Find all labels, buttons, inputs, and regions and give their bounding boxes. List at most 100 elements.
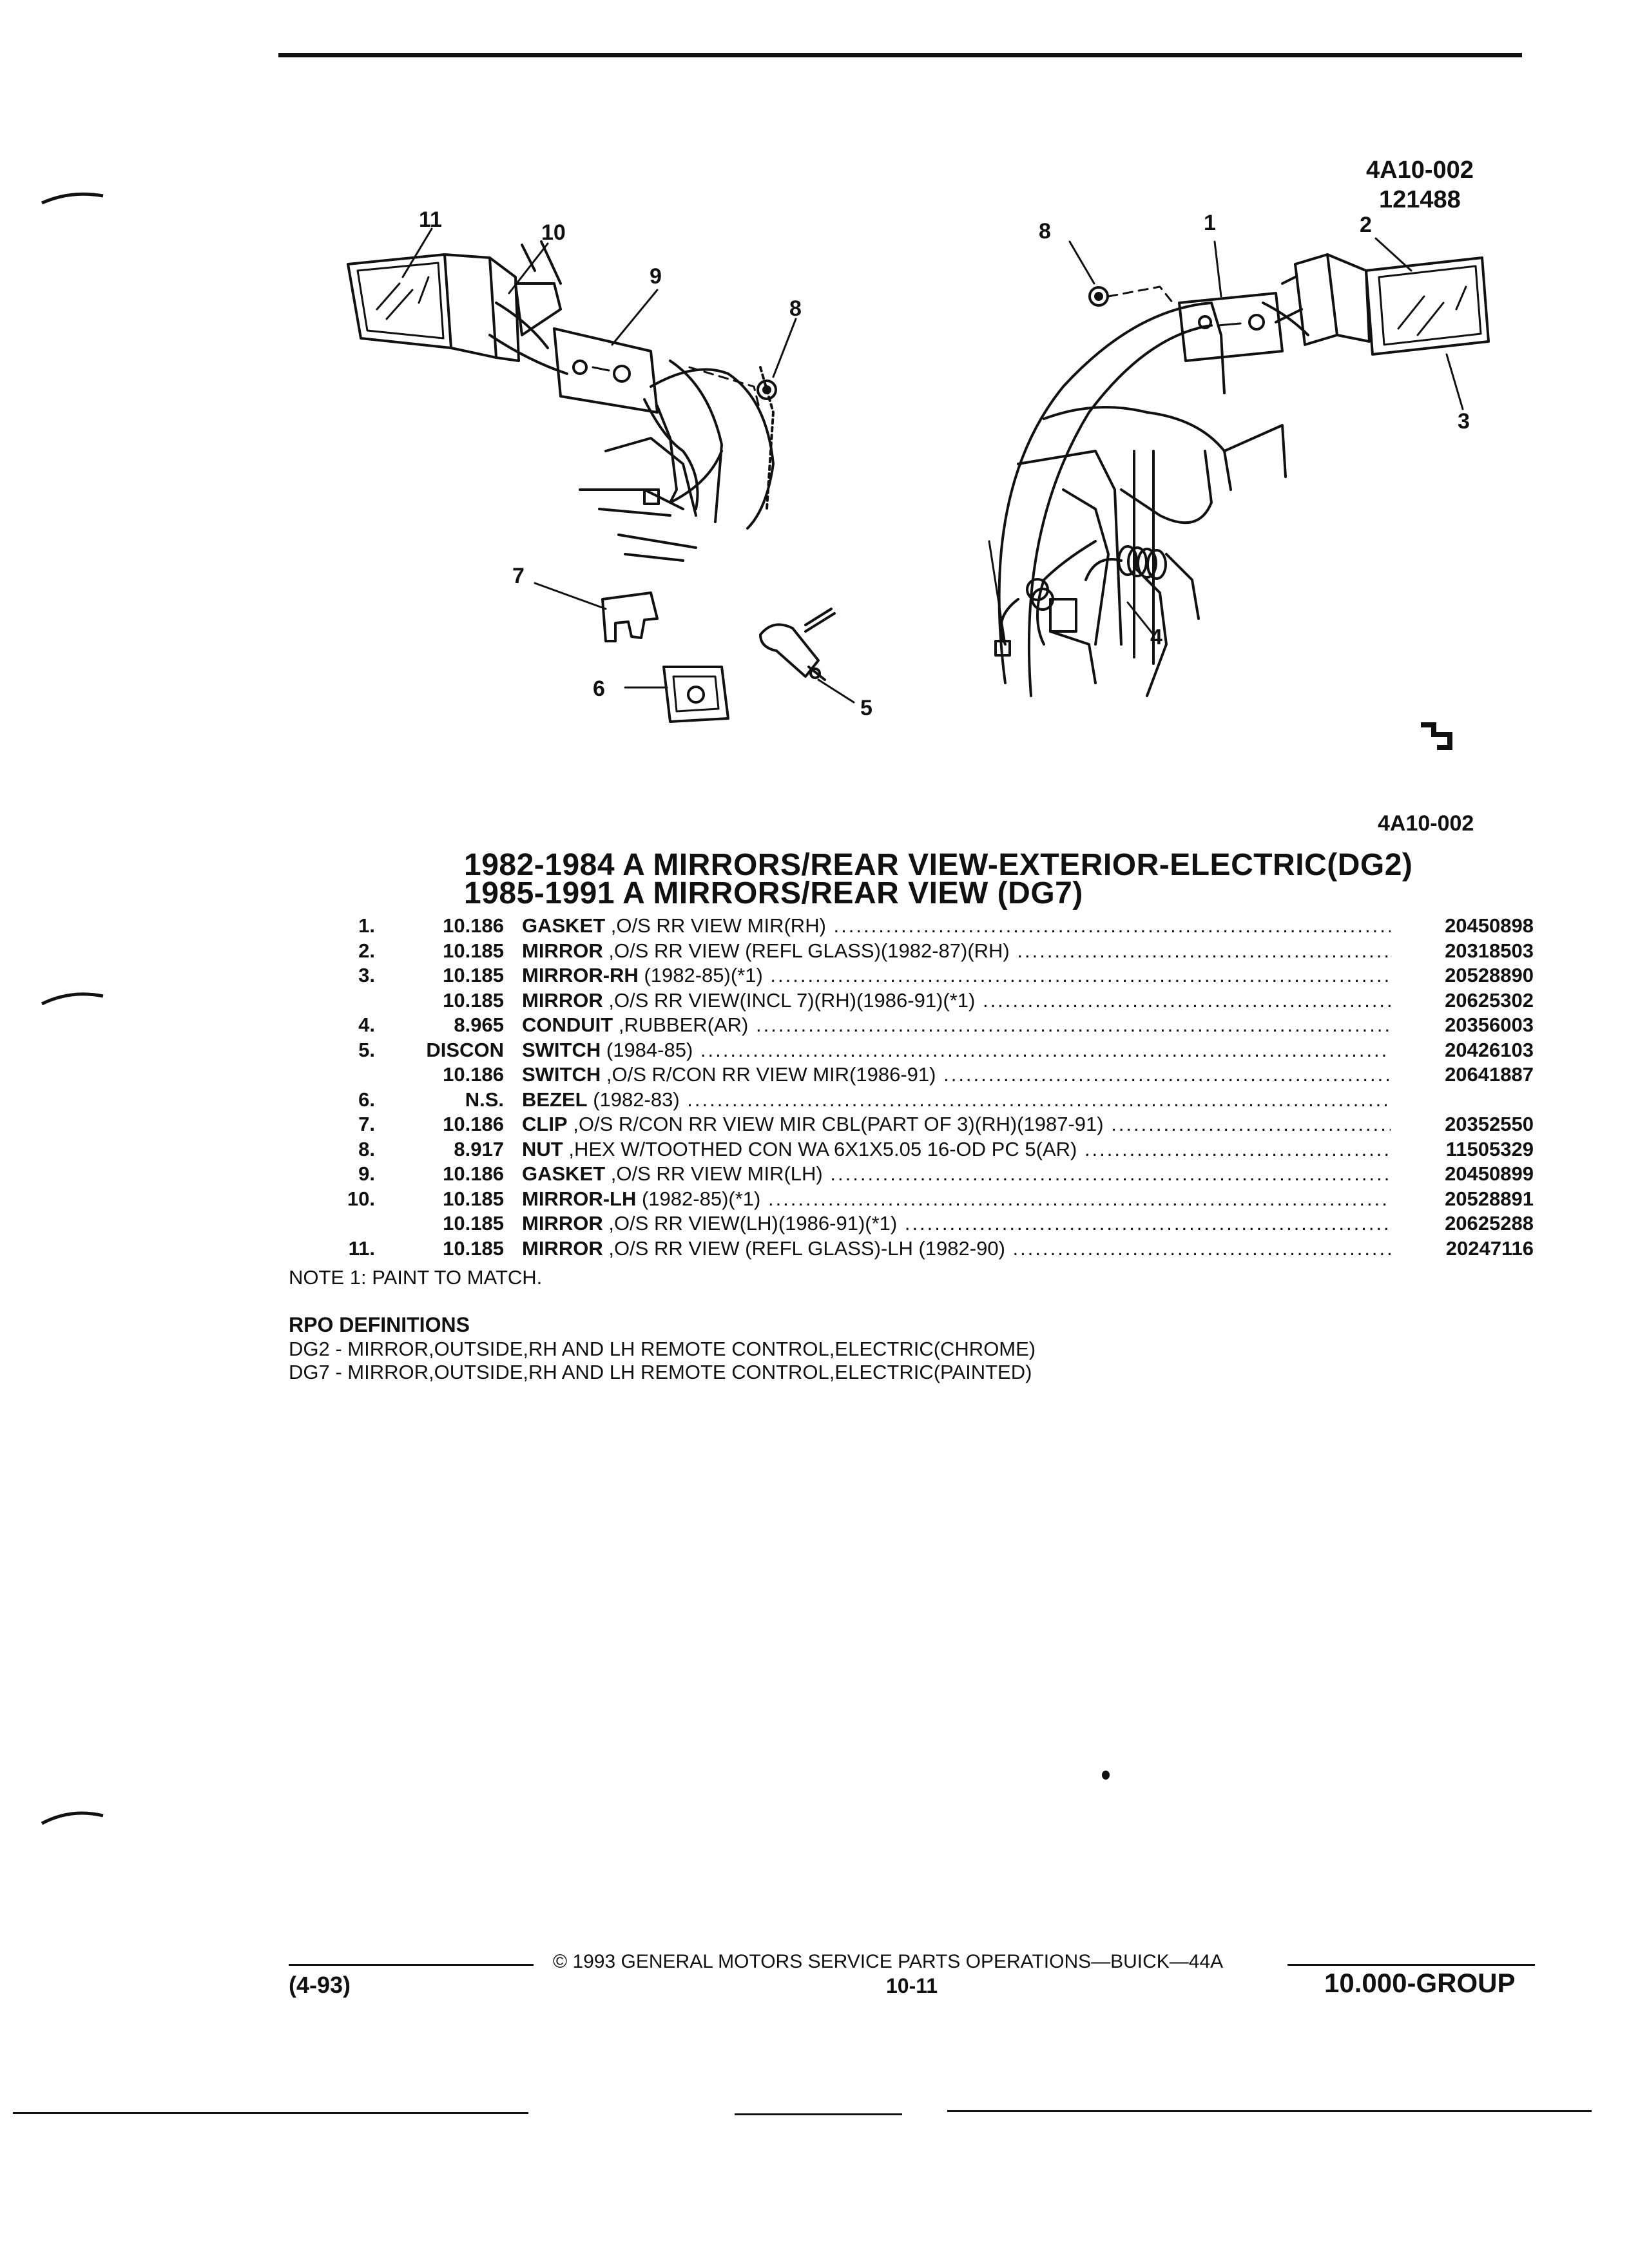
part-name: BEZEL [522, 1088, 588, 1111]
callout-11: 11 [419, 207, 442, 232]
part-detail: (1982-83) [587, 1088, 680, 1111]
part-detail: (1982-85)(*1) [638, 964, 763, 986]
part-description: GASKET ,O/S RR VIEW MIR(RH) ............… [522, 914, 1391, 938]
part-number: 20625288 [1445, 1212, 1534, 1235]
exploded-view-illustration: 11 10 9 8 7 6 5 8 1 2 3 4 [347, 207, 1490, 750]
part-description: SWITCH (1984-85) .......................… [522, 1038, 1391, 1062]
footer-rule-left [289, 1964, 534, 1966]
parts-row: 1. 10.186 GASKET ,O/S RR VIEW MIR(RH) ....… [335, 914, 1534, 939]
rpo-line-dg7: DG7 - MIRROR,OUTSIDE,RH AND LH REMOTE CO… [289, 1361, 1032, 1383]
part-number: 20528890 [1445, 964, 1534, 986]
callout-8-right: 8 [1039, 219, 1051, 244]
section-title-line1: 1982-1984 A MIRRORS/REAR VIEW-EXTERIOR-E… [464, 848, 1413, 882]
callout-5: 5 [860, 696, 872, 720]
part-code: 8.965 [454, 1014, 504, 1036]
dot-leader: ........................................… [1084, 1137, 1391, 1160]
note-text: NOTE 1: PAINT TO MATCH. [289, 1266, 543, 1289]
part-code: DISCON [426, 1038, 504, 1061]
part-detail: ,O/S RR VIEW MIR(RH) [605, 914, 826, 937]
part-name: MIRROR [522, 1212, 603, 1235]
part-detail: ,O/S RR VIEW MIR(LH) [605, 1162, 823, 1185]
stray-dot [1102, 1771, 1110, 1780]
part-description: MIRROR ,O/S RR VIEW (REFL GLASS)-LH (198… [522, 1236, 1391, 1261]
callout-8-left: 8 [789, 296, 802, 321]
part-name: NUT [522, 1137, 563, 1160]
callout-3: 3 [1458, 409, 1470, 434]
part-index: 3. [358, 964, 375, 986]
part-code: 10.186 [443, 1162, 504, 1185]
part-code: 8.917 [454, 1137, 504, 1160]
part-detail: (1982-85)(*1) [636, 1187, 761, 1210]
part-number: 20426103 [1445, 1038, 1534, 1061]
dot-leader: ........................................… [770, 964, 1391, 986]
part-description: MIRROR ,O/S RR VIEW(LH)(1986-91)(*1) ...… [522, 1211, 1391, 1236]
right-door-frame [998, 302, 1287, 697]
part-index: 5. [358, 1038, 375, 1061]
part-code: 10.185 [443, 1187, 504, 1210]
footer-rule-right [1287, 1964, 1535, 1966]
figure-ref-date: 121488 [1379, 186, 1461, 213]
part-detail: (1984-85) [601, 1038, 693, 1061]
parts-row: 6. N.S. BEZEL (1982-83) ..................… [335, 1088, 1534, 1113]
part-detail: ,HEX W/TOOTHED CON WA 6X1X5.05 16-OD PC … [563, 1137, 1077, 1160]
footer-copyright: © 1993 GENERAL MOTORS SERVICE PARTS OPER… [553, 1951, 1224, 1972]
dot-leader: ........................................… [904, 1212, 1391, 1235]
part-number: 20318503 [1445, 939, 1534, 962]
part-index: 6. [358, 1088, 375, 1111]
part-index: 7. [358, 1113, 375, 1135]
callout-2: 2 [1360, 213, 1372, 237]
part-description: BEZEL (1982-83) ........................… [522, 1088, 1391, 1112]
part-name: MIRROR-RH [522, 964, 639, 986]
right-mirror-head [1262, 253, 1490, 356]
part-code: 10.186 [443, 914, 504, 937]
parts-row: 8. 8.917 NUT ,HEX W/TOOTHED CON WA 6X1X5.0… [335, 1137, 1534, 1162]
part-number: 20352550 [1445, 1113, 1534, 1135]
section-title-line2: 1985-1991 A MIRRORS/REAR VIEW (DG7) [464, 876, 1083, 910]
dot-leader: ........................................… [1012, 1236, 1391, 1260]
part-number: 20356003 [1445, 1014, 1534, 1036]
callout-9: 9 [650, 264, 662, 289]
parts-row: 5. DISCON SWITCH (1984-85) ...............… [335, 1038, 1534, 1063]
part-index: 1. [358, 914, 375, 937]
dot-leader: ........................................… [1111, 1113, 1391, 1135]
callout-4: 4 [1150, 625, 1162, 649]
part-name: GASKET [522, 914, 606, 937]
part-index: 8. [358, 1137, 375, 1160]
part-code: 10.185 [443, 1236, 504, 1260]
footer-group: 10.000-GROUP [1324, 1968, 1516, 1998]
parts-row: 9. 10.186 GASKET ,O/S RR VIEW MIR(LH) ....… [335, 1162, 1534, 1187]
margin-mark-top [41, 192, 104, 205]
dot-leader: ........................................… [943, 1063, 1391, 1086]
right-gasket [1178, 292, 1284, 362]
part-index: 9. [358, 1162, 375, 1185]
part-description: MIRROR-RH (1982-85)(*1) ................… [522, 963, 1391, 988]
callout-1: 1 [1204, 211, 1216, 235]
part-code: 10.185 [443, 939, 504, 962]
part-code: N.S. [465, 1088, 504, 1111]
margin-mark-middle [41, 992, 104, 1006]
part-number: 20247116 [1445, 1236, 1534, 1260]
top-rule [278, 53, 1522, 57]
part-name: GASKET [522, 1162, 606, 1185]
corner-symbol [1421, 722, 1452, 750]
part-name: MIRROR-LH [522, 1187, 637, 1210]
right-conduit [994, 540, 1167, 657]
part-name: MIRROR [522, 939, 603, 962]
bottom-scan-line-mid [735, 2113, 902, 2115]
dot-leader: ........................................… [833, 914, 1391, 937]
figure-ref-bottom: 4A10-002 [1378, 811, 1474, 836]
part-number: 20450899 [1445, 1162, 1534, 1185]
part-detail: ,O/S RR VIEW (REFL GLASS)(1982-87)(RH) [602, 939, 1010, 962]
part-code: 10.186 [443, 1113, 504, 1135]
callout-7: 7 [512, 564, 525, 588]
part-description: GASKET ,O/S RR VIEW MIR(LH) ............… [522, 1162, 1391, 1186]
right-nut [1088, 286, 1109, 307]
rpo-title: RPO DEFINITIONS [289, 1313, 470, 1336]
dot-leader: ........................................… [1017, 939, 1391, 962]
part-name: SWITCH [522, 1063, 601, 1086]
part-detail: ,O/S R/CON RR VIEW MIR(1986-91) [601, 1063, 936, 1086]
